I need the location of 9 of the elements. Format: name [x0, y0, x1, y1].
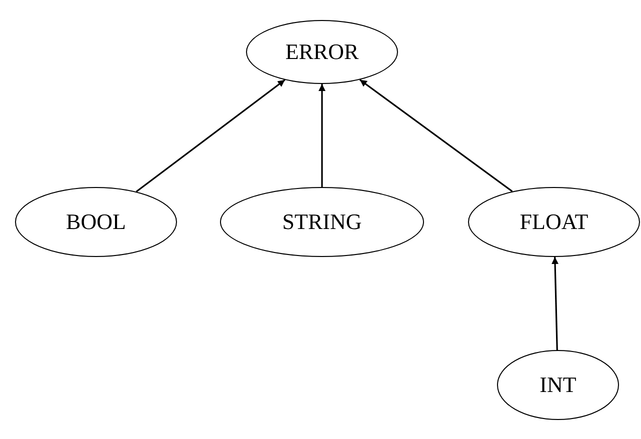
arrow [318, 84, 326, 187]
node-label: STRING [282, 209, 362, 235]
arrow [359, 79, 513, 192]
node-label: BOOL [66, 209, 126, 235]
node-label: ERROR [285, 39, 359, 65]
arrow [136, 79, 286, 192]
node-label: INT [540, 372, 576, 398]
arrow [552, 256, 559, 350]
node-label: FLOAT [520, 209, 588, 235]
